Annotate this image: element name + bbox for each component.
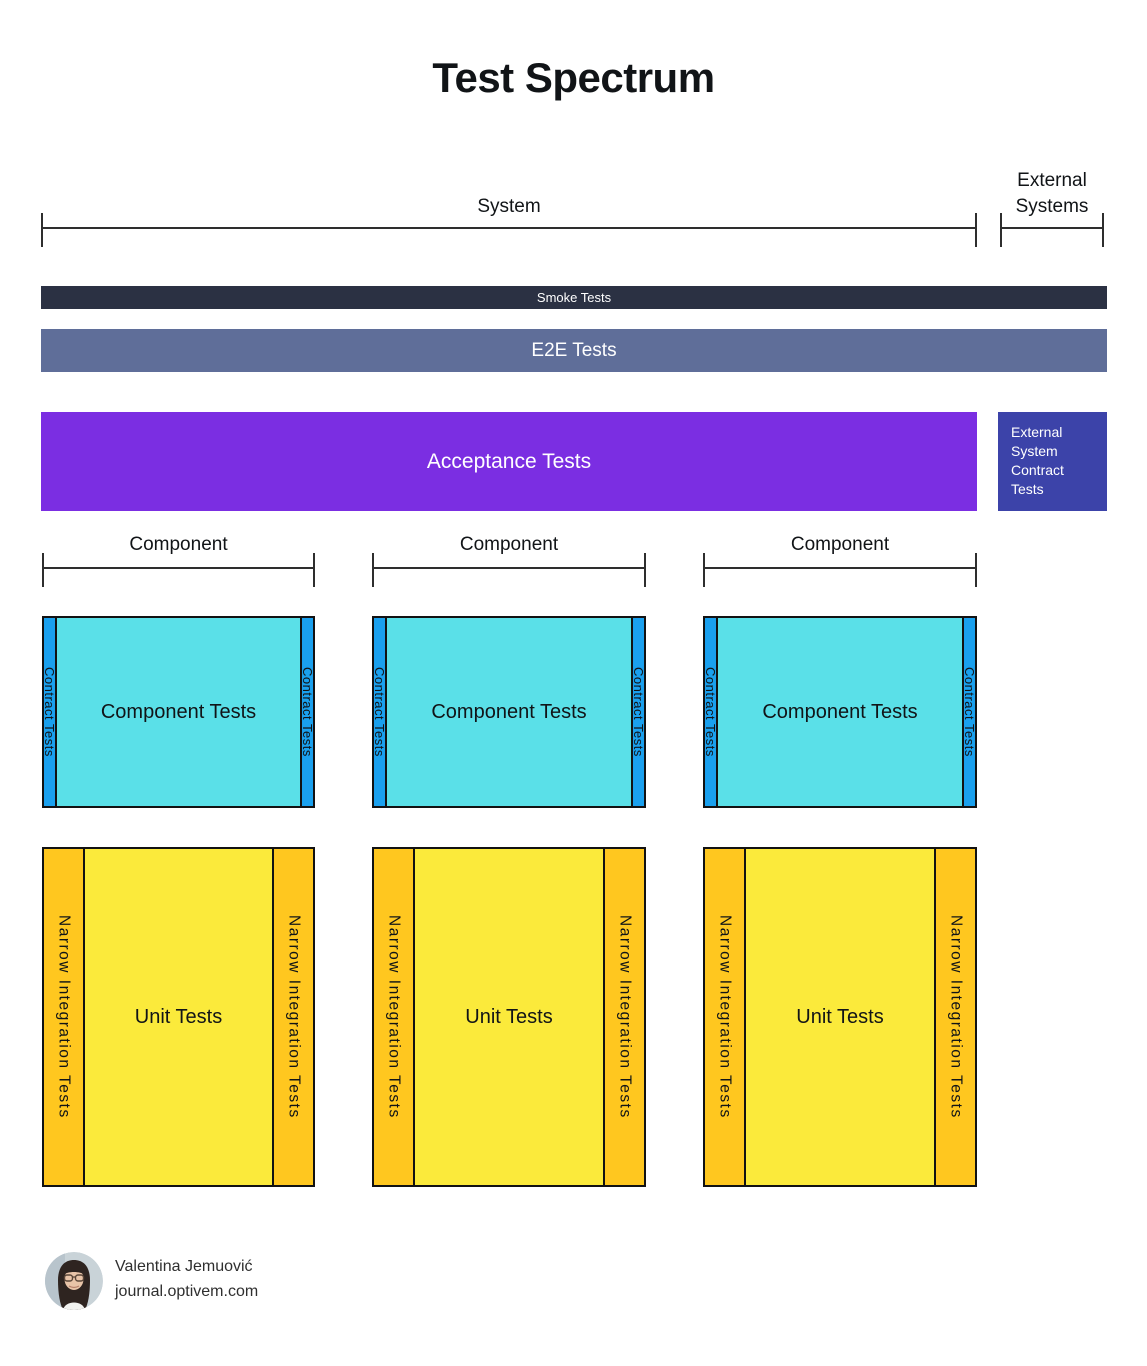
acceptance-tests-bar: Acceptance Tests (41, 412, 977, 511)
component-bracket-tick-right (975, 553, 977, 587)
smoke-tests-bar: Smoke Tests (41, 286, 1107, 309)
narrow-integration-strip-right-3: Narrow Integration Tests (934, 849, 975, 1185)
component-bracket-tick-right (313, 553, 315, 587)
component-bracket-1 (42, 553, 315, 587)
component-bracket-line (703, 567, 977, 569)
system-bracket-line (41, 227, 977, 229)
contract-tests-label: Contract Tests (703, 667, 718, 757)
system-bracket-tick-left (41, 213, 43, 247)
footer-author-name: Valentina Jemuović (115, 1258, 253, 1275)
system-bracket-tick-right (975, 213, 977, 247)
unit-tests-label-2: Unit Tests (465, 1005, 553, 1028)
external-systems-bracket (1000, 213, 1104, 247)
component-tests-label-2: Component Tests (431, 700, 587, 723)
narrow-integration-strip-right-2: Narrow Integration Tests (603, 849, 644, 1185)
component-bracket-label-3: Component (790, 534, 890, 555)
external-systems-label-line1: External (1017, 170, 1087, 191)
external-systems-bracket-tick-left (1000, 213, 1002, 247)
narrow-integration-tests-label: Narrow Integration Tests (285, 915, 303, 1119)
contract-tests-label: Contract Tests (42, 667, 57, 757)
contract-tests-strip-right-1: Contract Tests (300, 618, 315, 806)
avatar-image (45, 1252, 103, 1310)
narrow-integration-tests-label: Narrow Integration Tests (716, 915, 734, 1119)
contract-tests-strip-right-2: Contract Tests (631, 618, 646, 806)
footer-site-url: journal.optivem.com (115, 1283, 259, 1300)
narrow-integration-strip-right-1: Narrow Integration Tests (272, 849, 313, 1185)
external-systems-bracket-line (1000, 227, 1104, 229)
external-systems-bracket-tick-right (1102, 213, 1104, 247)
contract-tests-label: Contract Tests (631, 667, 646, 757)
e2e-tests-bar: E2E Tests (41, 329, 1107, 372)
external-systems-label-line2: Systems (1015, 196, 1089, 217)
narrow-integration-tests-label: Narrow Integration Tests (616, 915, 634, 1119)
contract-tests-label: Contract Tests (372, 667, 387, 757)
component-tests-box-1: Contract Tests Component Tests Contract … (42, 616, 315, 808)
system-bracket (41, 213, 977, 247)
contract-tests-strip-right-3: Contract Tests (962, 618, 977, 806)
system-bracket-label: System (477, 196, 541, 217)
component-bracket-line (42, 567, 315, 569)
external-system-contract-tests-label: External System Contract Tests (1011, 424, 1064, 497)
narrow-integration-tests-label: Narrow Integration Tests (55, 915, 73, 1119)
component-tests-label-3: Component Tests (762, 700, 918, 723)
narrow-integration-tests-label: Narrow Integration Tests (947, 915, 965, 1119)
contract-tests-strip-left-1: Contract Tests (42, 618, 57, 806)
component-tests-label-1: Component Tests (100, 700, 257, 723)
component-bracket-tick-left (372, 553, 374, 587)
component-bracket-label-2: Component (459, 534, 559, 555)
acceptance-tests-label: Acceptance Tests (426, 449, 592, 473)
contract-tests-label: Contract Tests (300, 667, 315, 757)
page-title: Test Spectrum (432, 54, 715, 101)
component-bracket-2 (372, 553, 646, 587)
narrow-integration-tests-label: Narrow Integration Tests (385, 915, 403, 1119)
component-tests-box-2: Contract Tests Component Tests Contract … (372, 616, 646, 808)
component-bracket-line (372, 567, 646, 569)
e2e-tests-label: E2E Tests (531, 339, 617, 361)
unit-tests-box-1: Narrow Integration Tests Unit Tests Narr… (42, 847, 315, 1187)
component-bracket-3 (703, 553, 977, 587)
component-tests-box-3: Contract Tests Component Tests Contract … (703, 616, 977, 808)
unit-tests-box-2: Narrow Integration Tests Unit Tests Narr… (372, 847, 646, 1187)
unit-tests-label-3: Unit Tests (796, 1005, 884, 1028)
narrow-integration-strip-left-3: Narrow Integration Tests (705, 849, 746, 1185)
narrow-integration-strip-left-1: Narrow Integration Tests (44, 849, 85, 1185)
smoke-tests-label: Smoke Tests (536, 290, 612, 305)
external-system-contract-tests-box: External System Contract Tests (998, 412, 1107, 511)
contract-tests-label: Contract Tests (962, 667, 977, 757)
contract-tests-strip-left-3: Contract Tests (703, 618, 718, 806)
unit-tests-box-3: Narrow Integration Tests Unit Tests Narr… (703, 847, 977, 1187)
component-bracket-tick-right (644, 553, 646, 587)
narrow-integration-strip-left-2: Narrow Integration Tests (374, 849, 415, 1185)
component-bracket-label-1: Component (129, 534, 228, 555)
component-bracket-tick-left (703, 553, 705, 587)
avatar (45, 1252, 103, 1310)
component-bracket-tick-left (42, 553, 44, 587)
contract-tests-strip-left-2: Contract Tests (372, 618, 387, 806)
unit-tests-label-1: Unit Tests (134, 1005, 223, 1028)
